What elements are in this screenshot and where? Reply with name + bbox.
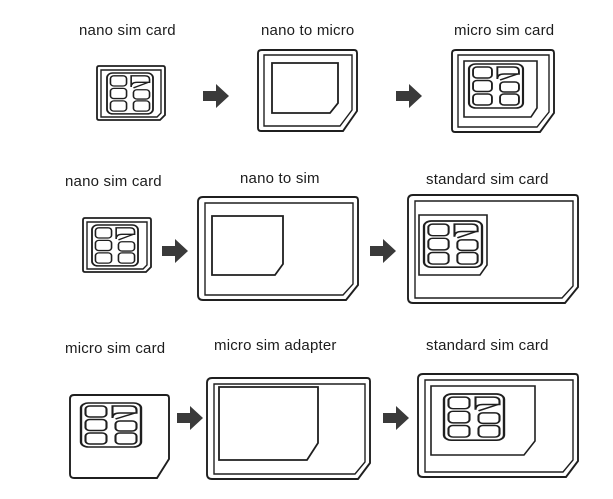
row2-nano-sim-card-icon: [82, 217, 152, 273]
row1-nano-to-micro-adapter-icon: [257, 49, 358, 132]
row2-result-label: standard sim card: [426, 171, 549, 188]
row1-arrow-2-icon: [396, 84, 422, 108]
row2-arrow-2-icon: [370, 239, 396, 263]
row3-result-label: standard sim card: [426, 337, 549, 354]
row3-adapter-label: micro sim adapter: [214, 337, 337, 354]
row3-standard-sim-card-icon: [417, 373, 579, 478]
row1-adapter-label: nano to micro: [261, 22, 355, 39]
row2-arrow-1-icon: [162, 239, 188, 263]
row2-standard-sim-card-icon: [407, 194, 579, 304]
row1-source-label: nano sim card: [79, 22, 176, 39]
row1-nano-sim-card-icon: [96, 65, 166, 121]
row3-micro-sim-card-icon: [69, 394, 170, 479]
row2-source-label: nano sim card: [65, 173, 162, 190]
row1-result-label: micro sim card: [454, 22, 555, 39]
row1-micro-sim-card-icon: [451, 49, 555, 133]
row2-nano-to-sim-adapter-icon: [197, 196, 359, 301]
row3-arrow-1-icon: [177, 406, 203, 430]
row1-arrow-1-icon: [203, 84, 229, 108]
row3-micro-sim-adapter-icon: [206, 377, 371, 480]
row3-source-label: micro sim card: [65, 340, 166, 357]
row2-adapter-label: nano to sim: [240, 170, 320, 187]
row3-arrow-2-icon: [383, 406, 409, 430]
